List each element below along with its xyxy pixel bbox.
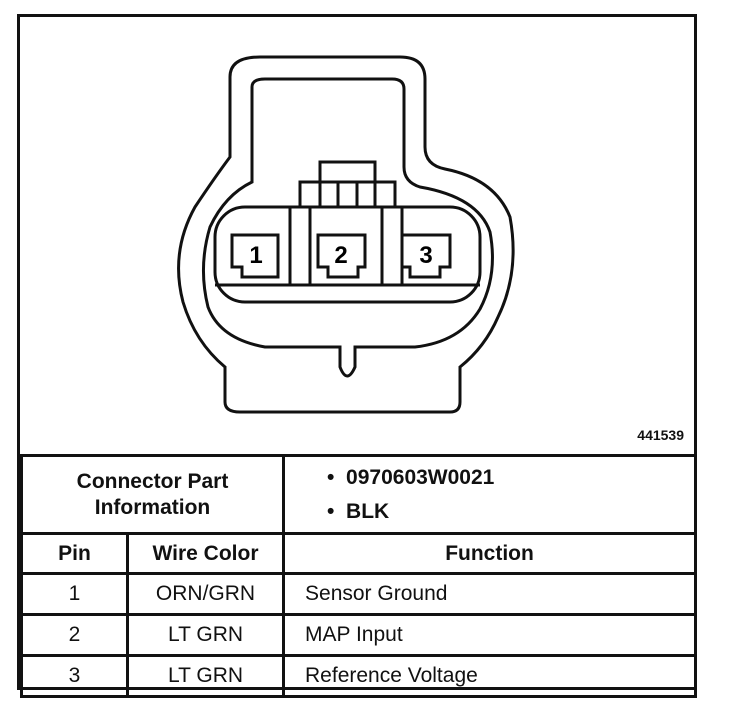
table-row: 3 LT GRN Reference Voltage: [20, 654, 698, 698]
connector-inner-outline: [202, 77, 494, 378]
pin-label-2: 2: [334, 242, 347, 269]
connector-color: • BLK: [327, 499, 390, 523]
table-row: 1 ORN/GRN Sensor Ground: [20, 572, 698, 616]
pinout-table: Connector Part Information • 0970603W002…: [19, 454, 698, 698]
cell-wire-color: LT GRN: [125, 613, 286, 657]
connector-part-number: • 0970603W0021: [327, 465, 495, 489]
cell-function: MAP Input: [282, 613, 698, 657]
figure-id: 441539: [637, 427, 684, 443]
pin-cavity-1: [230, 233, 280, 279]
cell-function: Reference Voltage: [282, 654, 698, 698]
cell-pin: 1: [20, 572, 129, 616]
cavity-block: [213, 205, 482, 304]
connector-info-list: • 0970603W0021 • BLK: [282, 454, 698, 535]
cell-function: Sensor Ground: [282, 572, 698, 616]
cell-pin: 3: [20, 654, 129, 698]
latch-tab: [318, 160, 377, 184]
header-pin: Pin: [20, 532, 129, 575]
header-function: Function: [282, 532, 698, 575]
connector-info-row: Connector Part Information • 0970603W002…: [19, 454, 698, 535]
connector-info-label: Connector Part Information: [19, 454, 286, 535]
connector-housing-outline: [177, 55, 515, 414]
cell-wire-color: LT GRN: [125, 654, 286, 698]
cell-pin: 2: [20, 613, 129, 657]
pin-cavity-3: [400, 233, 452, 279]
latch-ribs: [298, 180, 397, 209]
table-header-row: Pin Wire Color Function: [20, 532, 698, 575]
figure-frame: 1 2 3 441539 Connector Part Information …: [17, 14, 698, 698]
pin-cavity-2: [316, 233, 367, 279]
header-wire-color: Wire Color: [125, 532, 286, 575]
table-row: 2 LT GRN MAP Input: [20, 613, 698, 657]
pin-label-1: 1: [249, 242, 262, 269]
connector-diagram: 1 2 3: [177, 55, 515, 414]
cell-wire-color: ORN/GRN: [125, 572, 286, 616]
pin-label-3: 3: [419, 242, 432, 269]
